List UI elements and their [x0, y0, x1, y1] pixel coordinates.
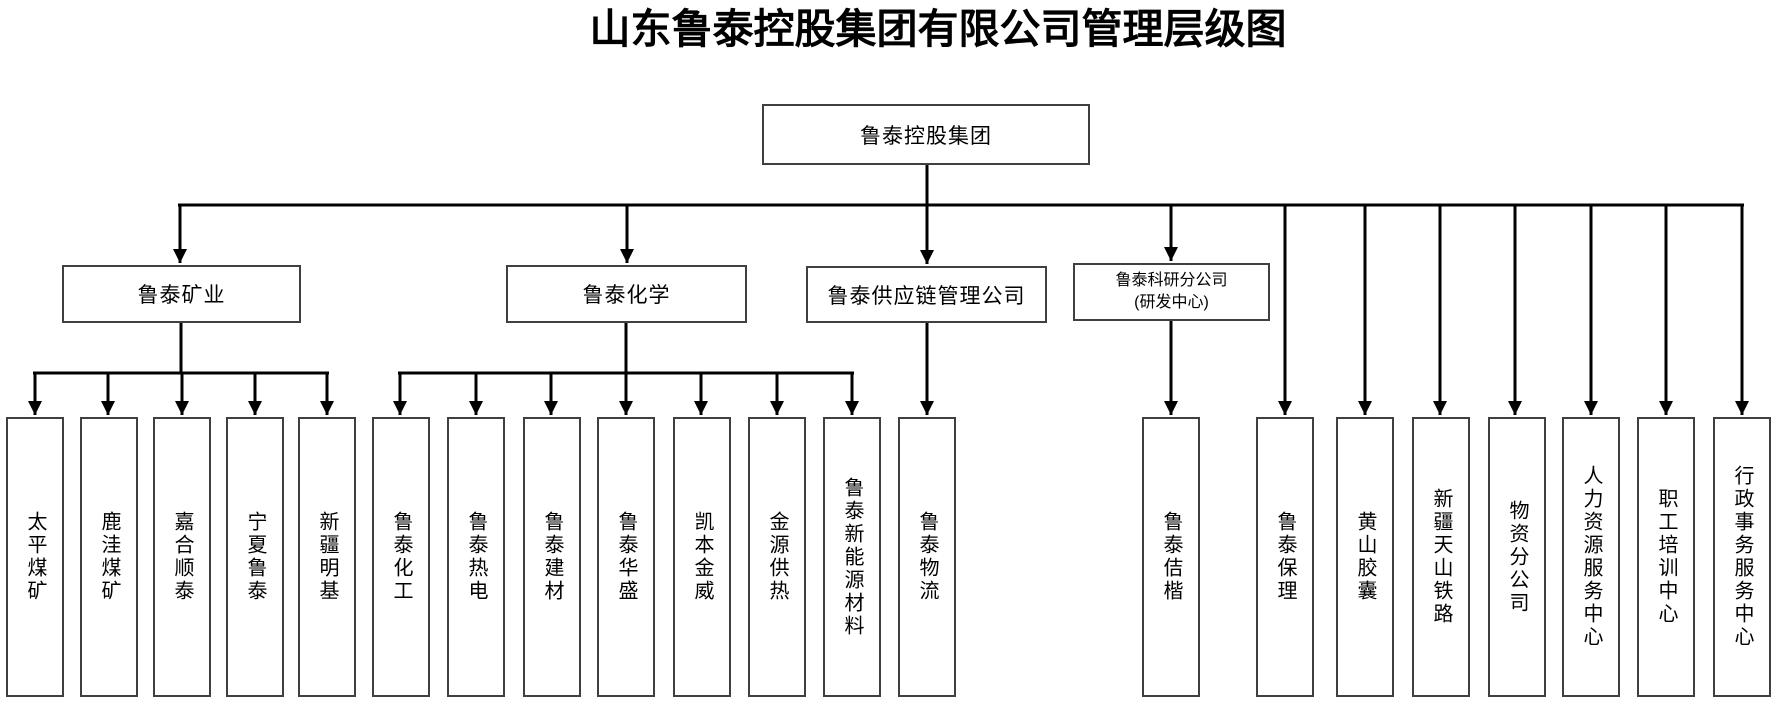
node-jiahe-shuntai: 嘉合顺泰 [153, 417, 211, 697]
node-supply-chain: 鲁泰供应链管理公司 [806, 266, 1047, 323]
node-kaiben-jinwei: 凯本金威 [673, 417, 731, 697]
node-lutai-jikai: 鲁泰佶楷 [1142, 417, 1200, 697]
mining-arrows [28, 372, 334, 415]
node-research-line2: (研发中心) [1134, 294, 1209, 311]
node-lutai-redian: 鲁泰热电 [447, 417, 505, 697]
node-research-line1: 鲁泰科研分公司 [1115, 272, 1228, 290]
chart-title: 山东鲁泰控股集团有限公司管理层级图 [589, 6, 1287, 52]
node-taiping-coal: 太平煤矿 [6, 417, 64, 697]
node-root: 鲁泰控股集团 [762, 104, 1090, 165]
node-luwa-coal: 鹿洼煤矿 [80, 417, 138, 697]
chemistry-rail [398, 322, 854, 375]
node-xinjiang-mingji: 新疆明基 [298, 417, 356, 697]
headquarters-arrows [1278, 204, 1749, 415]
node-ningxia-lutai: 宁夏鲁泰 [226, 417, 284, 697]
node-hr-service-center: 人力资源服务中心 [1562, 417, 1620, 697]
level2-arrows [173, 204, 1178, 264]
node-lutai-jiancai: 鲁泰建材 [523, 417, 581, 697]
chemistry-arrows [393, 372, 859, 415]
node-staff-training: 职工培训中心 [1637, 417, 1695, 697]
node-admin-service: 行政事务服务中心 [1713, 417, 1771, 697]
node-lutai-huagong: 鲁泰化工 [372, 417, 430, 697]
mining-rail [33, 322, 329, 375]
node-xinjiang-tianshan: 新疆天山铁路 [1412, 417, 1470, 697]
node-jinyuan-gongre: 金源供热 [748, 417, 806, 697]
node-lutai-baoli: 鲁泰保理 [1256, 417, 1314, 697]
node-research: 鲁泰科研分公司 (研发中心) [1073, 263, 1270, 321]
node-lutai-new-energy: 鲁泰新能源材料 [823, 417, 881, 697]
node-huangshan-jiaonang: 黄山胶囊 [1336, 417, 1394, 697]
node-lutai-huasheng: 鲁泰华盛 [597, 417, 655, 697]
node-wuzi-fengongsi: 物资分公司 [1488, 417, 1546, 697]
node-lutai-wuliu: 鲁泰物流 [898, 417, 956, 697]
node-chemistry: 鲁泰化学 [506, 265, 747, 323]
node-mining: 鲁泰矿业 [62, 265, 301, 323]
